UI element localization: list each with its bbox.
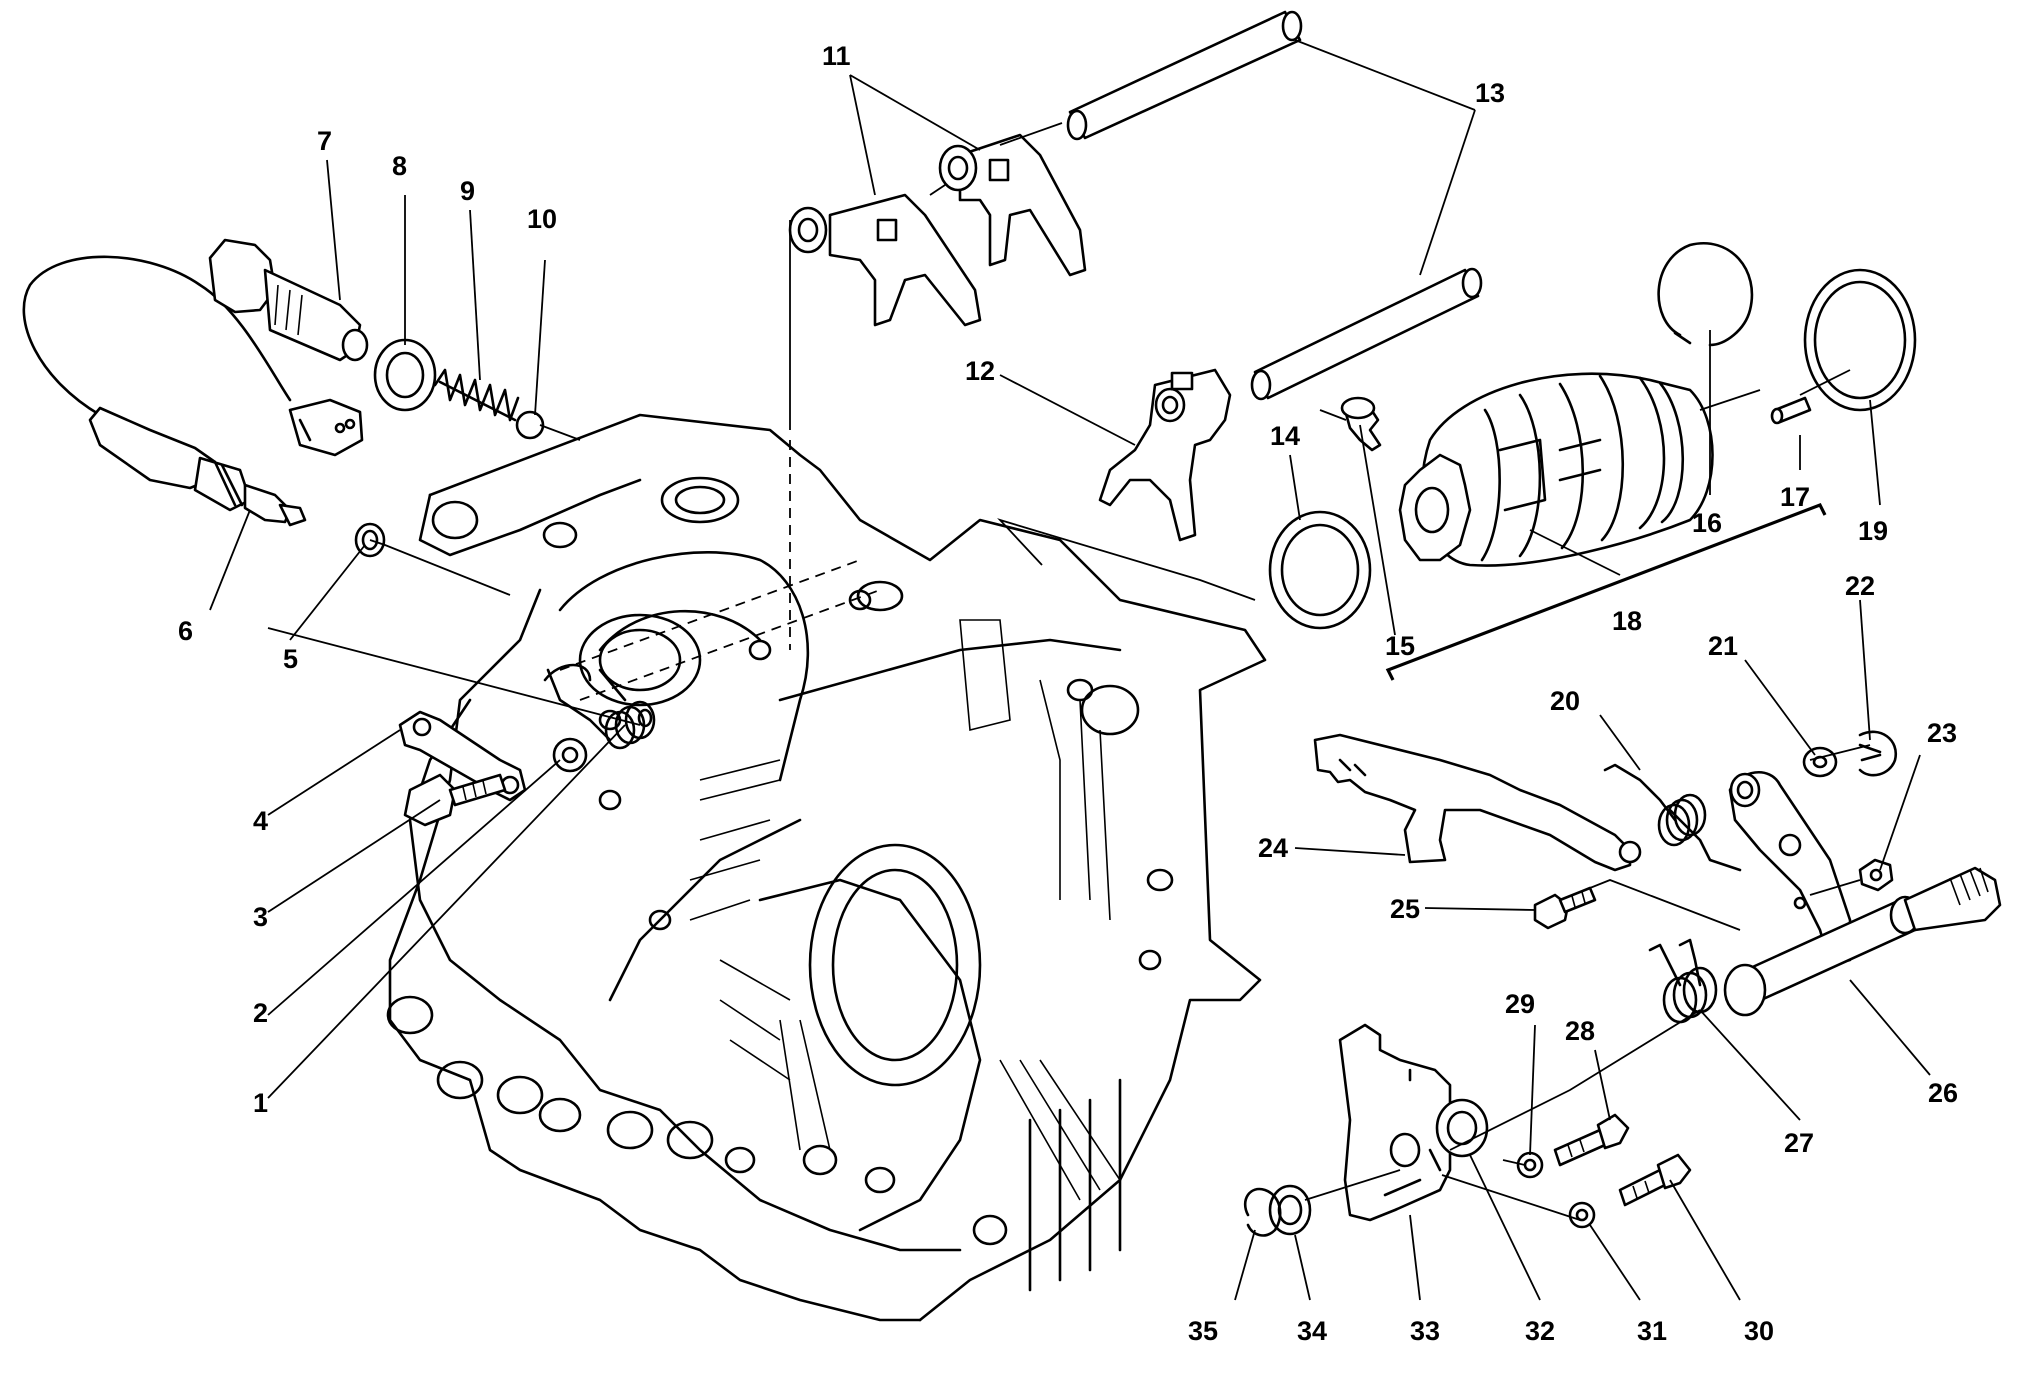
bolt-28 [1553,1113,1630,1167]
detent-pin-15 [1340,396,1382,452]
label-22: 22 [1845,571,1875,601]
label-11: 11 [822,41,851,71]
washer-19 [1803,268,1917,412]
spring-9 [433,368,520,422]
nut-23 [1858,858,1894,892]
circlip-16 [1657,242,1754,347]
label-12: 12 [965,356,995,386]
pin-17 [1770,396,1812,425]
label-23: 23 [1927,718,1957,748]
crankcase-half [386,413,1267,1322]
bolt-3 [403,773,507,827]
circlip-22 [1858,730,1898,777]
alignment-lines [369,122,1871,1221]
washer-31 [1568,1201,1596,1229]
sensor-connector [288,398,364,457]
neutral-switch-sensor [22,255,307,527]
selector-drum [1398,372,1714,567]
label-16: 16 [1692,508,1722,538]
circlip-35 [1243,1187,1282,1237]
label-35: 35 [1188,1316,1218,1346]
label-17: 17 [1780,482,1810,512]
label-13: 13 [1475,78,1505,108]
label-10: 10 [527,204,557,234]
bolt-25 [1533,886,1597,930]
label-1: 1 [253,1088,268,1118]
label-24: 24 [1258,833,1288,863]
drum-assembly-bracket [1385,502,1827,681]
label-2: 2 [253,998,268,1028]
label-29: 29 [1505,989,1535,1019]
label-19: 19 [1858,516,1888,546]
part-labels: 1 2 3 4 5 6 7 8 9 10 11 12 13 14 15 16 1… [178,41,1958,1346]
washer-8 [373,338,437,412]
spring-27 [1648,938,1718,1024]
label-9: 9 [460,176,475,206]
fork-shaft-lower [1250,267,1483,401]
label-20: 20 [1550,686,1580,716]
label-34: 34 [1297,1316,1327,1346]
label-14: 14 [1270,421,1300,451]
label-33: 33 [1410,1316,1440,1346]
label-3: 3 [253,902,268,932]
shift-fork-12 [1098,368,1232,542]
shift-fork-11a [788,193,982,327]
spring-1 [543,663,656,750]
fork-shaft-upper [1066,10,1303,141]
label-18: 18 [1612,606,1642,636]
bracket-33 [1338,1023,1452,1222]
label-28: 28 [1565,1016,1595,1046]
washer-2 [552,737,588,773]
spring-20 [1603,763,1742,872]
ratchet-arm-24 [1313,733,1642,872]
washer-21 [1802,746,1838,778]
shift-fork-11b [938,133,1087,277]
bolt-30 [1618,1153,1692,1207]
label-27: 27 [1784,1128,1814,1158]
label-6: 6 [178,616,193,646]
label-30: 30 [1744,1316,1774,1346]
label-8: 8 [392,151,407,181]
washer-32 [1435,1098,1489,1158]
label-32: 32 [1525,1316,1555,1346]
washer-14 [1268,510,1372,630]
label-21: 21 [1708,631,1738,661]
leader-lines [209,39,1931,1301]
label-31: 31 [1637,1316,1667,1346]
plug-7 [208,238,369,362]
label-25: 25 [1390,894,1420,924]
label-7: 7 [317,126,332,156]
label-26: 26 [1928,1078,1958,1108]
label-4: 4 [253,806,268,836]
gear-shaft-26 [1723,866,2002,1017]
label-5: 5 [283,644,298,674]
label-15: 15 [1385,631,1415,661]
selector-plate [1728,770,1852,967]
ball-10 [515,410,545,440]
